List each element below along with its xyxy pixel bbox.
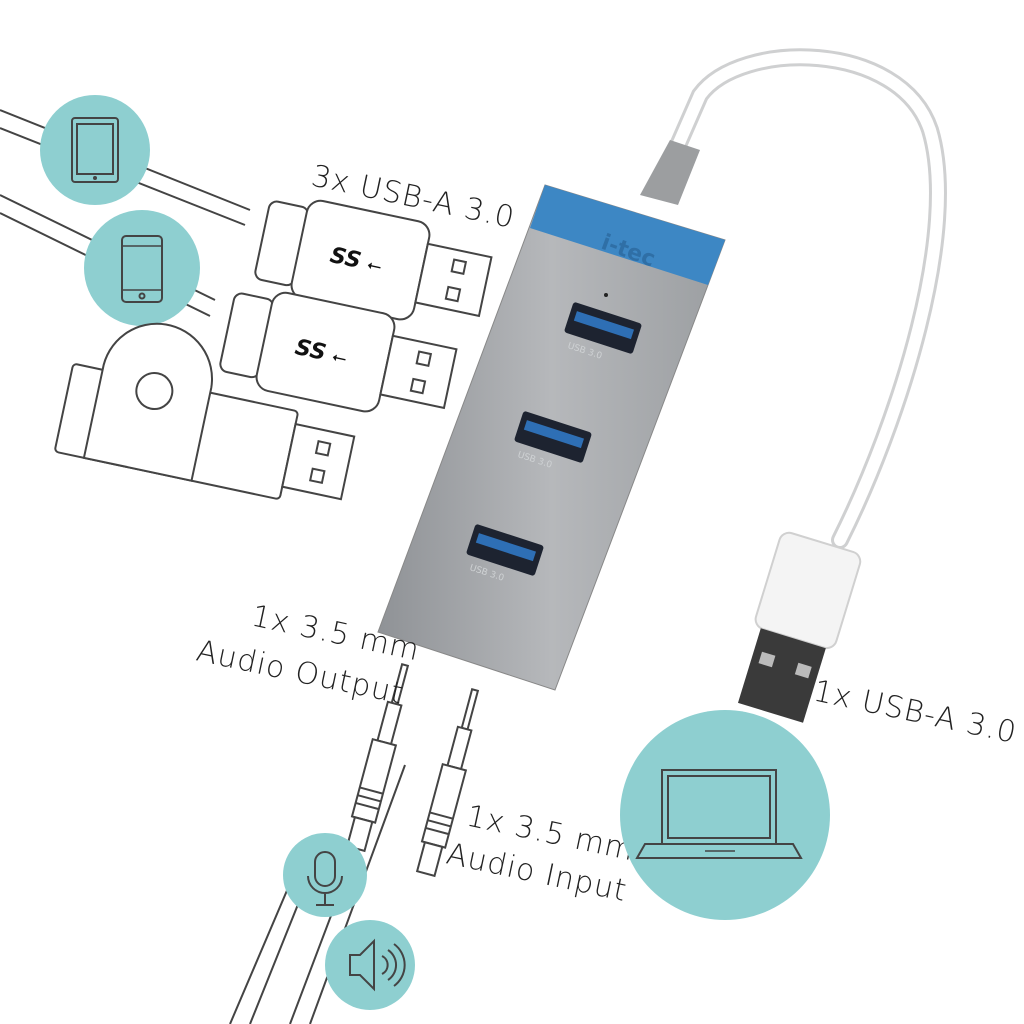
smartphone-icon (84, 210, 200, 326)
laptop-icon (620, 710, 830, 920)
audio-input-jack (415, 687, 480, 878)
svg-text:⭠: ⭠ (365, 254, 383, 278)
usb-hub: i-tec USB 3.0 USB 3.0 USB 3.0 (377, 184, 726, 691)
usb-flash-drive-icon (54, 322, 356, 501)
svg-text:⭠: ⭠ (330, 346, 348, 370)
speaker-icon (325, 920, 415, 1010)
audio-output-jack (345, 662, 410, 853)
tablet-icon (40, 95, 150, 205)
microphone-icon (283, 833, 367, 917)
usb-plug-1: SS ⭠ (254, 199, 493, 321)
usb-plug-2: SS ⭠ (219, 291, 458, 413)
host-usb-plug (737, 531, 862, 723)
host-cable (656, 48, 947, 549)
host-label: 1x USB-A 3.0 (810, 674, 1020, 751)
strain-relief (640, 140, 700, 205)
